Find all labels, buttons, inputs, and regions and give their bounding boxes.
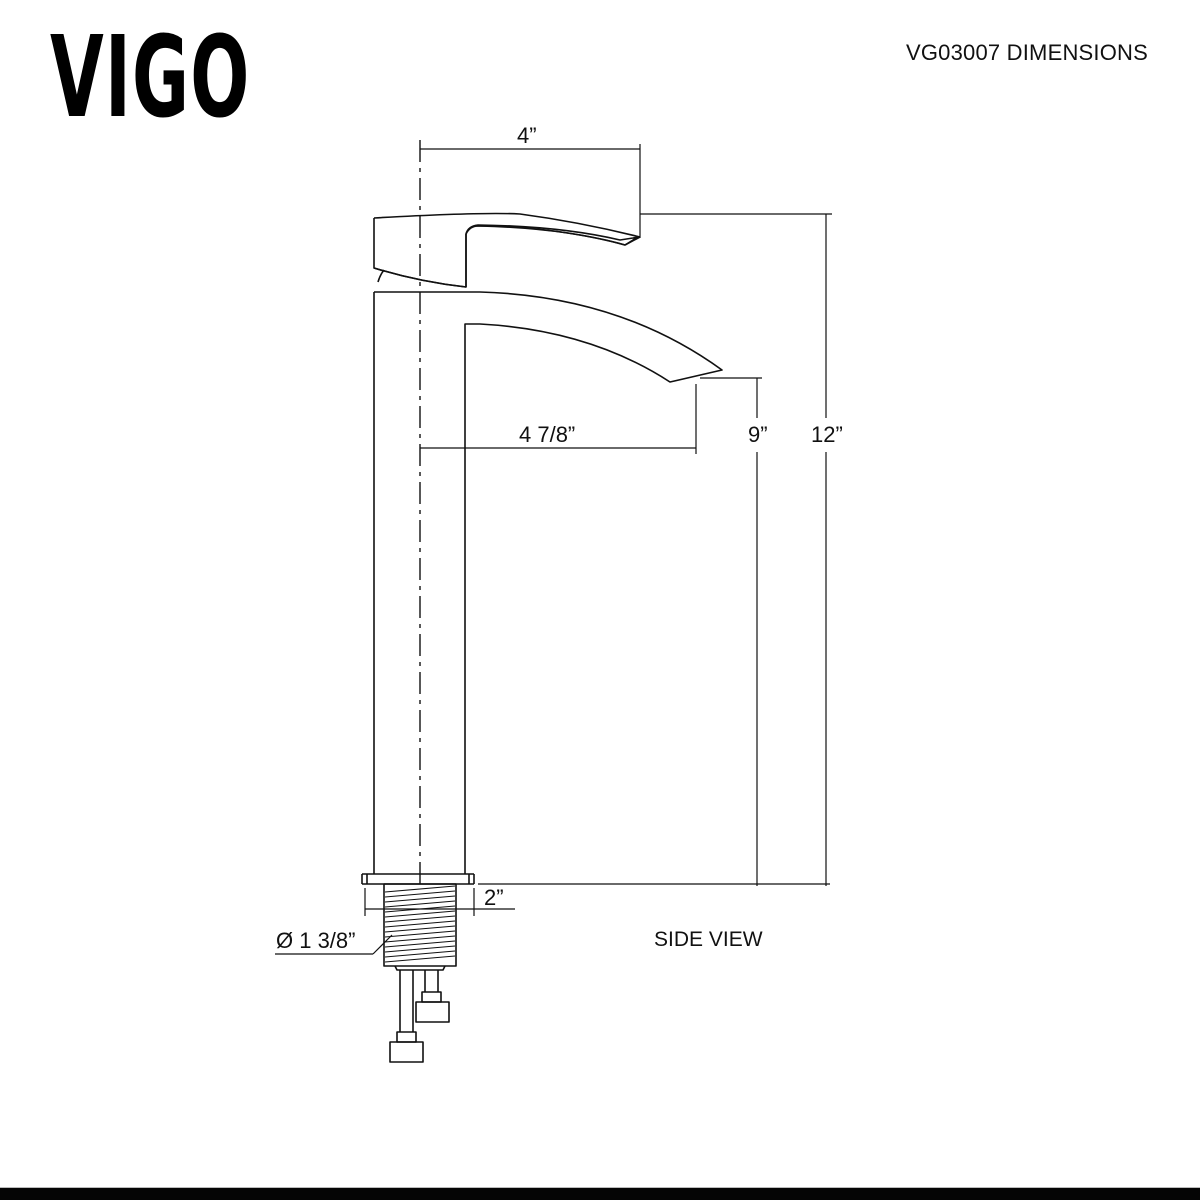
- label-spout-reach: 4 7/8”: [519, 422, 575, 447]
- threaded-shank: [383, 883, 457, 971]
- page-title: VG03007 DIMENSIONS: [905, 40, 1148, 65]
- label-shank-diameter: Ø 1 3/8”: [276, 928, 355, 953]
- dimension-spout-reach: [420, 384, 697, 454]
- footer-bar: [0, 1187, 1200, 1200]
- dimension-total-height: [478, 214, 830, 886]
- brand-logo: VIGO: [50, 13, 251, 143]
- dimension-handle-reach: [420, 144, 832, 238]
- supply-lines: [389, 970, 450, 1063]
- label-spout-height: 9”: [748, 422, 768, 447]
- dimension-shank-diameter: [275, 934, 393, 955]
- label-total-height: 12”: [811, 422, 843, 447]
- view-label: SIDE VIEW: [654, 928, 763, 951]
- label-handle-reach: 4”: [517, 123, 537, 148]
- label-shank-length: 2”: [484, 885, 504, 910]
- dimension-spout-height: [700, 377, 762, 886]
- faucet-body: [361, 291, 723, 885]
- dimension-shank-length: [364, 888, 515, 916]
- faucet-handle: [373, 212, 641, 288]
